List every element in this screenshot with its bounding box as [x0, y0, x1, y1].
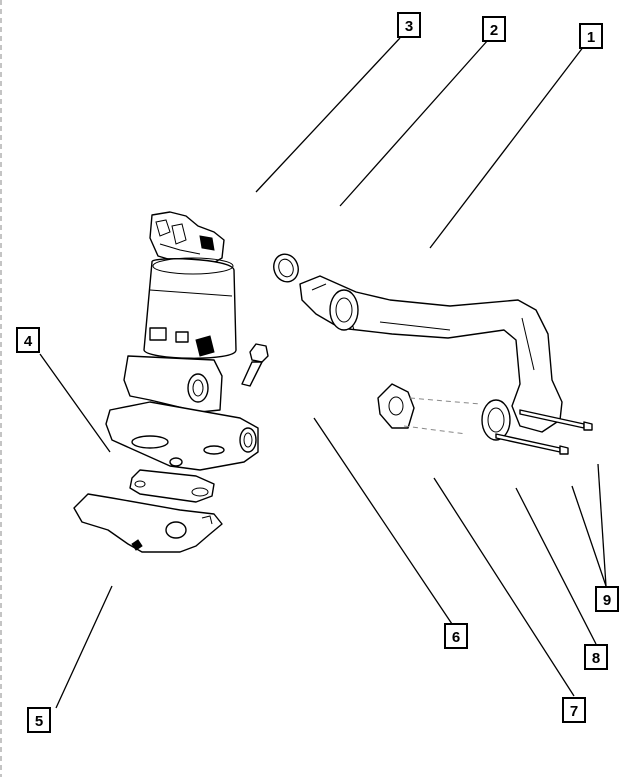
callout-5-label: 5 — [35, 713, 43, 730]
callout-1: 1 — [579, 23, 603, 49]
callout-7: 7 — [562, 697, 586, 723]
upper-gasket — [129, 469, 215, 503]
alignment-line — [409, 397, 481, 405]
o-ring — [273, 253, 299, 283]
callout-6: 6 — [444, 623, 468, 649]
callout-2-label: 2 — [490, 22, 498, 39]
flange-gasket — [377, 383, 415, 429]
callout-4: 4 — [16, 327, 40, 353]
egr-valve — [105, 211, 259, 471]
callout-7-label: 7 — [570, 703, 578, 720]
callout-6-label: 6 — [452, 629, 460, 646]
callout-5: 5 — [27, 707, 51, 733]
leader-lines — [39, 37, 607, 709]
callout-4-label: 4 — [24, 333, 33, 350]
callout-9-label: 9 — [603, 592, 611, 609]
egr-tube — [299, 275, 563, 441]
egr-valve-bolt — [241, 343, 269, 387]
lower-gasket — [73, 493, 223, 553]
callout-1-label: 1 — [587, 29, 595, 46]
callout-8-label: 8 — [592, 650, 600, 667]
callout-3: 3 — [397, 12, 421, 38]
flange-bolts — [495, 409, 593, 455]
callout-9: 9 — [595, 586, 619, 612]
callout-8: 8 — [584, 644, 608, 670]
callout-3-label: 3 — [405, 18, 413, 35]
alignment-line — [403, 425, 467, 435]
callout-2: 2 — [482, 16, 506, 42]
